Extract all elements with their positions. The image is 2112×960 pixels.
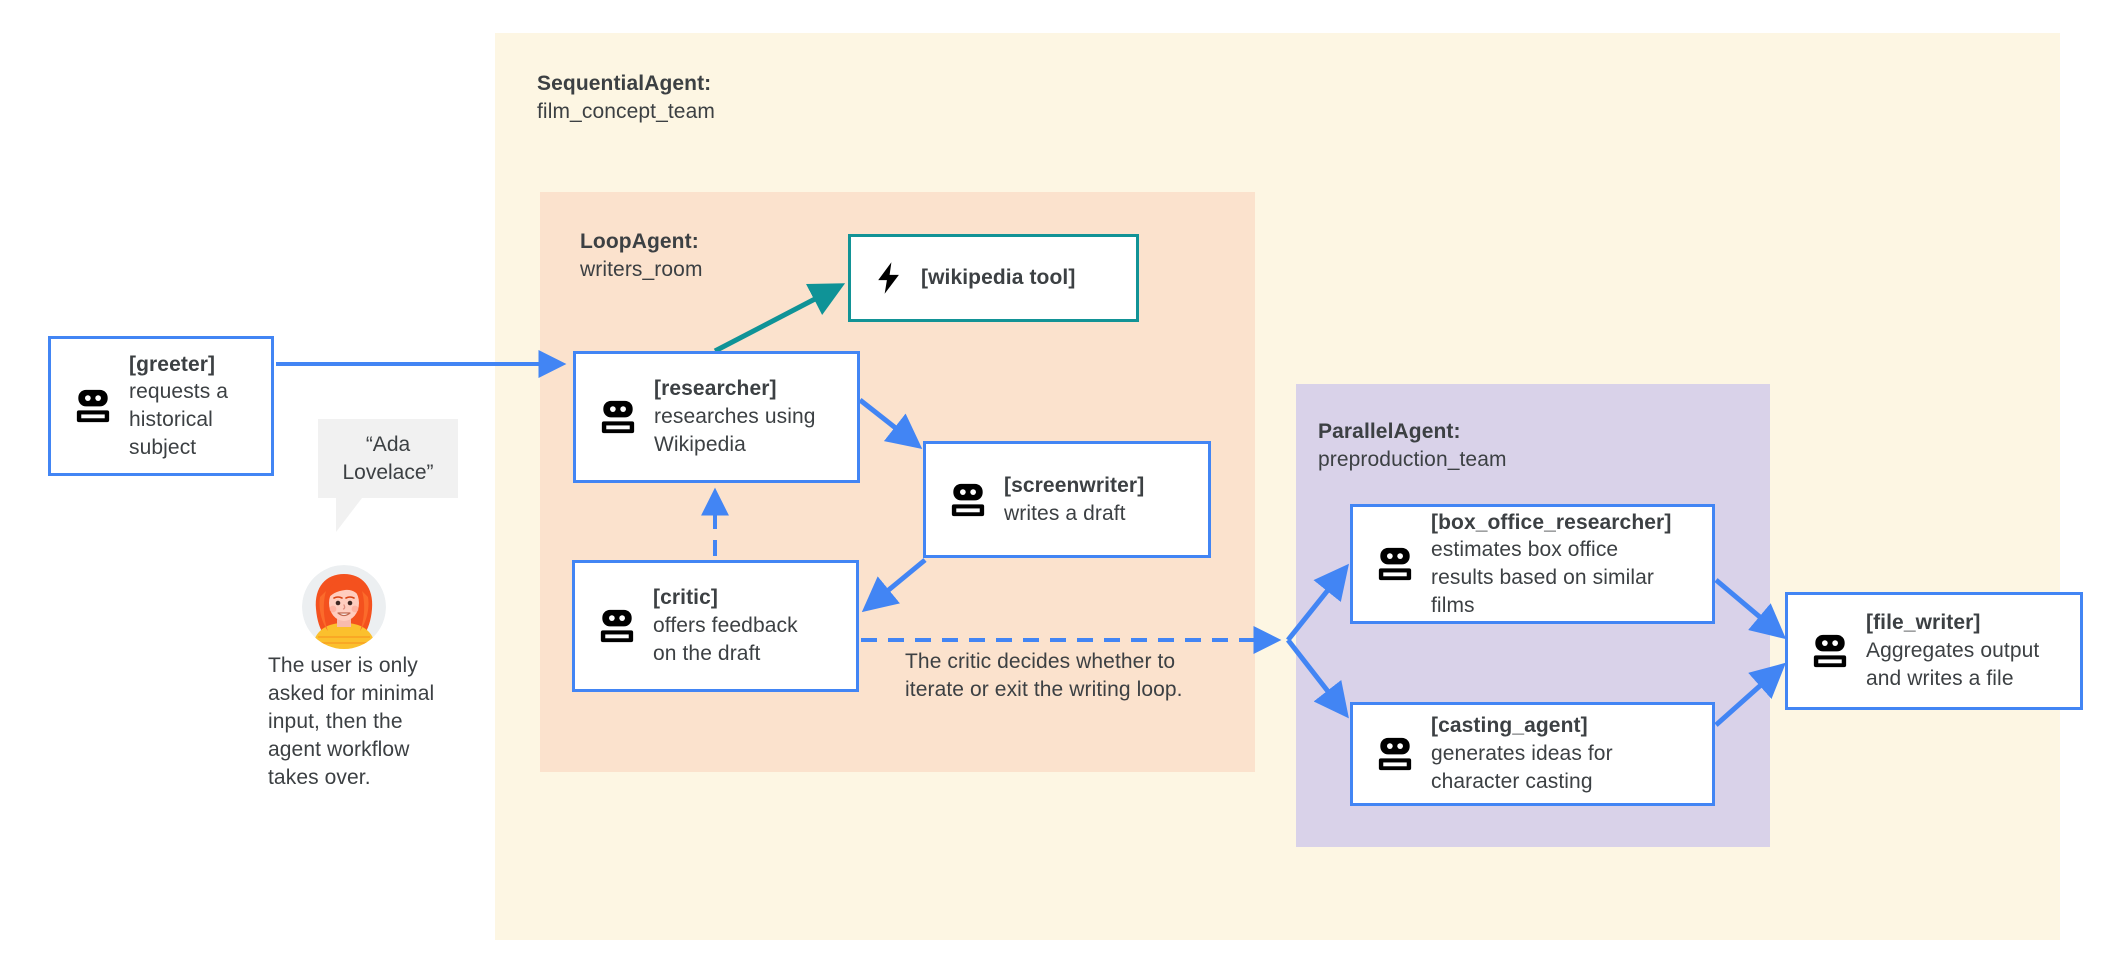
robot-icon xyxy=(71,384,115,428)
robot-icon xyxy=(596,395,640,439)
node-wikipedia-tool[interactable]: [wikipedia tool] xyxy=(848,234,1139,322)
loop-decision-caption: The critic decides whether to iterate or… xyxy=(905,650,1183,701)
node-box-office-researcher-id: [box_office_researcher] xyxy=(1431,510,1672,534)
node-critic-desc: offers feedback on the draft xyxy=(653,614,798,665)
speech-bubble-text: “Ada Lovelace” xyxy=(342,433,434,484)
node-file-writer-desc: Aggregates output and writes a file xyxy=(1866,639,2040,690)
node-greeter-desc: requests a historical subject xyxy=(129,380,229,459)
loop-agent-title: LoopAgent: writers_room xyxy=(580,228,703,283)
sequential-agent-title: SequentialAgent: film_concept_team xyxy=(537,70,715,125)
node-greeter[interactable]: [greeter] requests a historical subject xyxy=(48,336,274,476)
node-critic[interactable]: [critic] offers feedback on the draft xyxy=(572,560,859,692)
node-casting-agent-text: [casting_agent] generates ideas for char… xyxy=(1431,712,1623,795)
node-greeter-text: [greeter] requests a historical subject xyxy=(129,351,238,462)
node-file-writer-id: [file_writer] xyxy=(1866,611,1981,635)
robot-icon xyxy=(595,604,639,648)
node-file-writer-text: [file_writer] Aggregates output and writ… xyxy=(1866,609,2049,692)
node-box-office-researcher[interactable]: [box_office_researcher] estimates box of… xyxy=(1350,504,1715,624)
speech-bubble: “Ada Lovelace” xyxy=(318,419,458,498)
sequential-agent-type: SequentialAgent: xyxy=(537,72,712,95)
node-critic-text: [critic] offers feedback on the draft xyxy=(653,584,808,667)
node-box-office-researcher-desc: estimates box office results based on si… xyxy=(1431,538,1654,617)
robot-icon xyxy=(1373,542,1417,586)
node-screenwriter[interactable]: [screenwriter] writes a draft xyxy=(923,441,1211,558)
node-critic-id: [critic] xyxy=(653,586,718,610)
node-screenwriter-id: [screenwriter] xyxy=(1004,473,1145,497)
loop-agent-type: LoopAgent: xyxy=(580,230,699,253)
node-box-office-researcher-text: [box_office_researcher] estimates box of… xyxy=(1431,509,1681,620)
user-caption: The user is only asked for minimal input… xyxy=(268,654,435,789)
node-wikipedia-tool-id: [wikipedia tool] xyxy=(921,266,1076,290)
node-screenwriter-text: [screenwriter] writes a draft xyxy=(1004,472,1154,527)
node-researcher-desc: researches using Wikipedia xyxy=(654,405,816,456)
sequential-agent-name: film_concept_team xyxy=(537,99,715,123)
node-casting-agent-desc: generates ideas for character casting xyxy=(1431,742,1613,793)
node-researcher[interactable]: [researcher] researches using Wikipedia xyxy=(573,351,860,483)
node-casting-agent[interactable]: [casting_agent] generates ideas for char… xyxy=(1350,702,1715,806)
robot-icon xyxy=(1373,732,1417,776)
node-screenwriter-desc: writes a draft xyxy=(1004,501,1126,525)
node-file-writer[interactable]: [file_writer] Aggregates output and writ… xyxy=(1785,592,2083,710)
node-researcher-id: [researcher] xyxy=(654,377,777,401)
user-avatar xyxy=(302,565,386,649)
robot-icon xyxy=(946,478,990,522)
lightning-bolt-icon xyxy=(871,258,907,298)
parallel-agent-name: preproduction_team xyxy=(1318,447,1507,471)
node-wikipedia-tool-text: [wikipedia tool] xyxy=(921,264,1085,292)
node-casting-agent-id: [casting_agent] xyxy=(1431,714,1588,738)
speech-bubble-tail xyxy=(336,498,362,532)
parallel-agent-type: ParallelAgent: xyxy=(1318,420,1461,443)
node-greeter-id: [greeter] xyxy=(129,352,216,376)
node-researcher-text: [researcher] researches using Wikipedia xyxy=(654,375,826,458)
robot-icon xyxy=(1808,629,1852,673)
parallel-agent-title: ParallelAgent: preproduction_team xyxy=(1318,418,1507,473)
loop-agent-name: writers_room xyxy=(580,257,703,281)
